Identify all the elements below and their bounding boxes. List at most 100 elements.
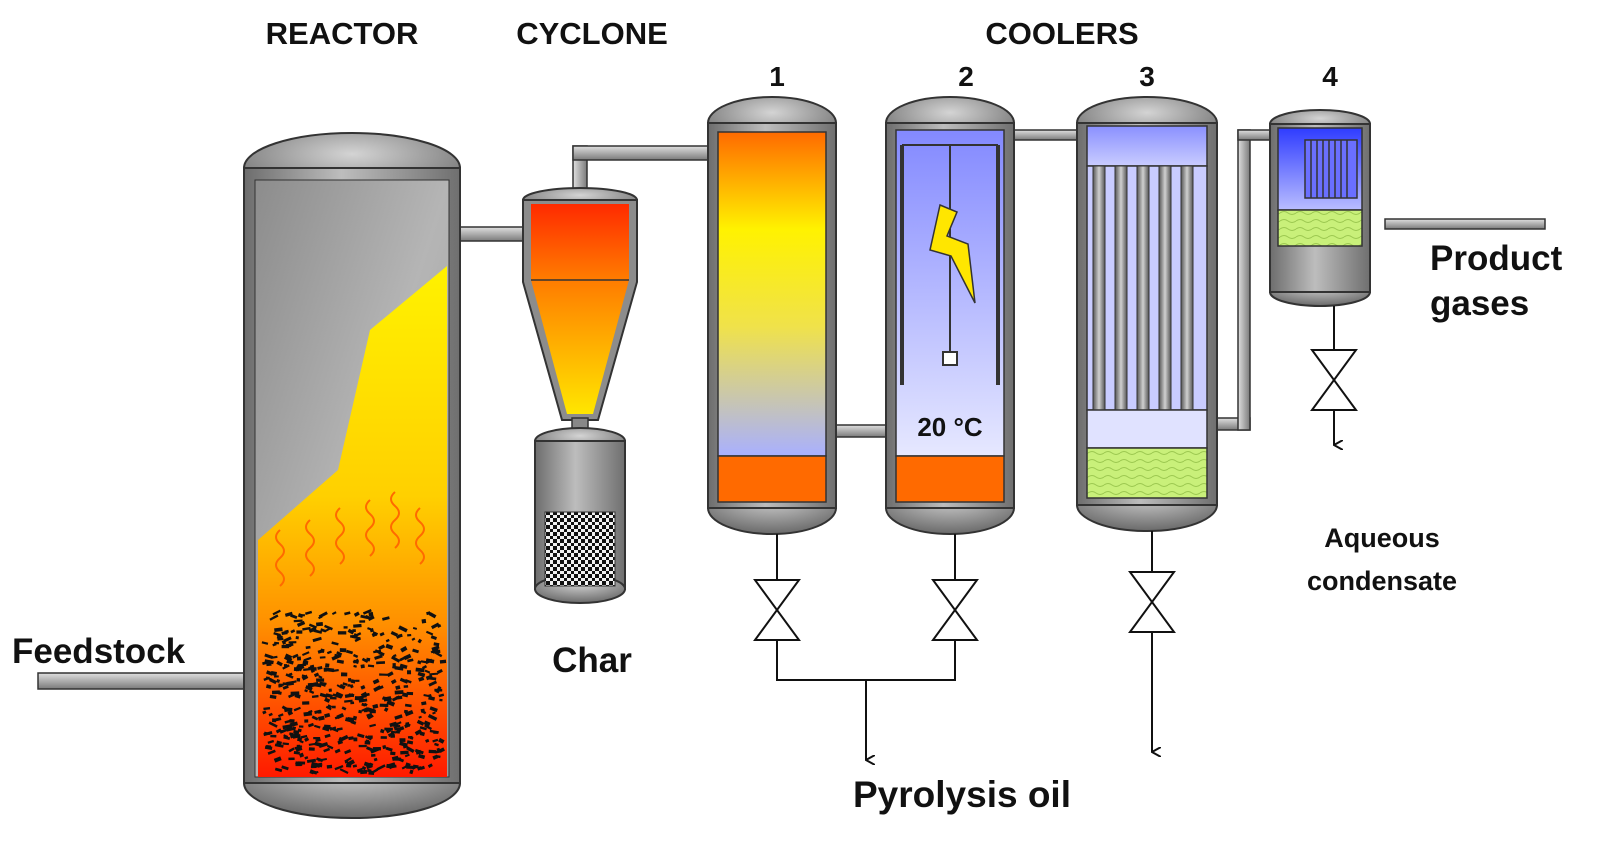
biomass-particle: [294, 745, 303, 751]
biomass-particle: [332, 693, 342, 699]
valve-icon[interactable]: [931, 579, 979, 641]
biomass-particle: [285, 673, 294, 679]
biomass-particle: [390, 678, 397, 685]
feed-pipe: [37, 672, 245, 690]
biomass-particle: [327, 704, 333, 710]
biomass-particle: [311, 694, 319, 698]
biomass-particle: [382, 696, 392, 702]
biomass-particle: [434, 742, 439, 747]
biomass-particle: [435, 688, 441, 694]
reactor-fire-zone: [258, 266, 447, 777]
biomass-particle: [270, 734, 277, 738]
biomass-particle: [425, 674, 433, 681]
biomass-particle: [353, 611, 360, 617]
biomass-particle: [266, 663, 272, 667]
biomass-particle: [358, 709, 363, 714]
biomass-particle: [284, 664, 288, 667]
biomass-particle: [431, 622, 440, 630]
biomass-particle: [398, 625, 408, 633]
valve-icon[interactable]: [1310, 349, 1358, 411]
biomass-particle: [352, 629, 356, 632]
biomass-particle: [319, 656, 326, 659]
biomass-particle: [421, 618, 427, 624]
biomass-particle: [429, 672, 439, 676]
biomass-particle: [404, 703, 412, 708]
biomass-particle: [278, 684, 283, 688]
biomass-particle: [367, 627, 372, 631]
label-product: Product: [1430, 239, 1563, 278]
biomass-particle: [386, 762, 396, 768]
biomass-particle: [360, 691, 368, 698]
biomass-particle: [322, 726, 330, 732]
biomass-particle: [390, 734, 396, 738]
biomass-particle: [272, 718, 277, 723]
biomass-particle: [297, 663, 307, 667]
cooler2-temperature: 20 °C: [917, 412, 983, 442]
cooler3-tube: [1158, 165, 1172, 411]
cooler3-riser-pipe: [1237, 129, 1251, 431]
biomass-particle: [279, 728, 288, 734]
biomass-particle: [378, 644, 386, 651]
biomass-particle: [361, 657, 369, 663]
label-aqueous: Aqueous: [1324, 523, 1440, 553]
biomass-particle: [266, 670, 274, 676]
cooler-1: [707, 96, 837, 535]
biomass-particle: [326, 650, 332, 655]
cooler3-tube: [1136, 165, 1150, 411]
biomass-particle: [419, 731, 425, 737]
biomass-particle: [308, 626, 317, 633]
biomass-particle: [328, 688, 333, 692]
biomass-particle: [316, 622, 323, 627]
biomass-particle: [360, 664, 365, 669]
biomass-particle: [423, 694, 430, 698]
biomass-particle: [382, 744, 387, 750]
biomass-particle: [438, 747, 445, 753]
biomass-particle: [316, 678, 325, 682]
biomass-particle: [380, 736, 387, 739]
cyclone-to-cooler1-pipe: [572, 145, 709, 161]
biomass-particle: [393, 724, 401, 729]
char-collected: [544, 511, 616, 587]
biomass-particle: [305, 610, 313, 616]
valve-icon[interactable]: [1128, 571, 1176, 633]
biomass-particle: [314, 682, 322, 688]
biomass-particle: [421, 665, 428, 670]
biomass-particle: [324, 667, 335, 673]
biomass-particle: [282, 724, 292, 730]
biomass-particle: [313, 724, 321, 729]
biomass-particle: [317, 666, 323, 670]
reactor-vapor-waves: [275, 491, 425, 587]
biomass-particle: [264, 653, 274, 660]
biomass-particle: [438, 693, 445, 698]
label-gases: gases: [1430, 284, 1529, 323]
cooler1-drain-line: [776, 534, 956, 681]
biomass-particle: [261, 641, 269, 645]
biomass-particle: [289, 642, 294, 647]
biomass-particle: [263, 731, 271, 736]
biomass-particle: [359, 620, 366, 623]
biomass-particle: [385, 638, 390, 643]
biomass-particle: [307, 722, 315, 728]
biomass-particle: [277, 713, 284, 718]
biomass-particle: [320, 628, 327, 633]
biomass-particle: [394, 714, 403, 720]
biomass-particle: [378, 651, 385, 657]
biomass-particle: [290, 629, 296, 634]
label-cooler-3: 3: [1139, 61, 1155, 92]
biomass-particle: [367, 735, 373, 739]
biomass-particle: [377, 685, 384, 690]
biomass-particle: [299, 752, 305, 758]
biomass-particle: [313, 629, 323, 634]
biomass-particle: [354, 696, 364, 701]
biomass-particle: [344, 759, 349, 764]
cooler4-aqueous-layer: [1277, 209, 1363, 247]
biomass-particle: [282, 742, 289, 746]
biomass-particle: [409, 769, 414, 775]
biomass-particle: [275, 728, 282, 734]
biomass-particle: [304, 719, 309, 723]
biomass-particle: [347, 628, 355, 635]
biomass-particle: [344, 699, 353, 703]
biomass-particle: [361, 707, 367, 712]
reactor: [243, 132, 461, 819]
valve-icon[interactable]: [753, 579, 801, 641]
